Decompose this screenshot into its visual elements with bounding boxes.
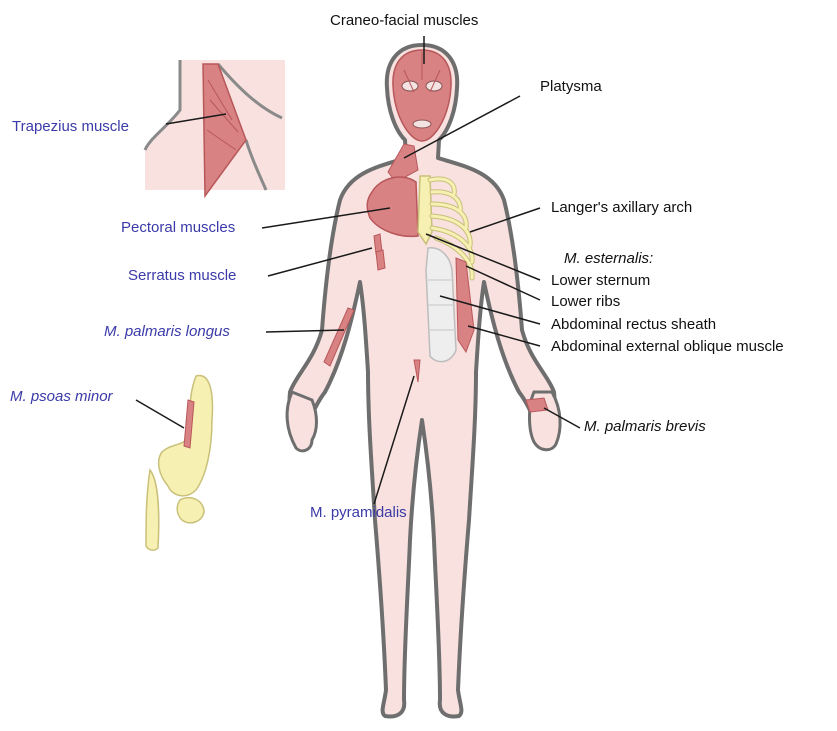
left-hand — [287, 392, 316, 451]
label-lower-sternum: Lower sternum — [551, 272, 650, 290]
label-abdominal-rectus: Abdominal rectus sheath — [551, 316, 716, 334]
label-pectoral: Pectoral muscles — [121, 219, 235, 237]
label-serratus: Serratus muscle — [128, 267, 236, 285]
label-trapezius: Trapezius muscle — [12, 118, 129, 136]
label-palmaris-longus: M. palmaris longus — [104, 323, 230, 341]
label-langers: Langer's axillary arch — [551, 199, 692, 217]
label-craneo-facial: Craneo-facial muscles — [330, 12, 478, 30]
abdominal-rectus-sheath — [426, 248, 456, 362]
label-pyramidalis: M. pyramidalis — [310, 504, 407, 522]
label-psoas-minor: M. psoas minor — [10, 388, 113, 406]
palmaris-brevis-muscle — [526, 398, 548, 412]
body-silhouette — [289, 45, 554, 716]
trapezius-inset — [145, 60, 285, 196]
label-m-esternalis: M. esternalis: — [564, 250, 653, 268]
psoas-minor-inset — [146, 375, 212, 550]
label-palmaris-brevis: M. palmaris brevis — [584, 418, 706, 436]
label-platysma: Platysma — [540, 78, 602, 96]
body-figure — [287, 45, 560, 716]
label-lower-ribs: Lower ribs — [551, 293, 620, 311]
sternum — [418, 176, 432, 244]
leader-psoas-minor — [136, 400, 184, 428]
label-abdominal-external: Abdominal external oblique muscle — [551, 338, 784, 356]
